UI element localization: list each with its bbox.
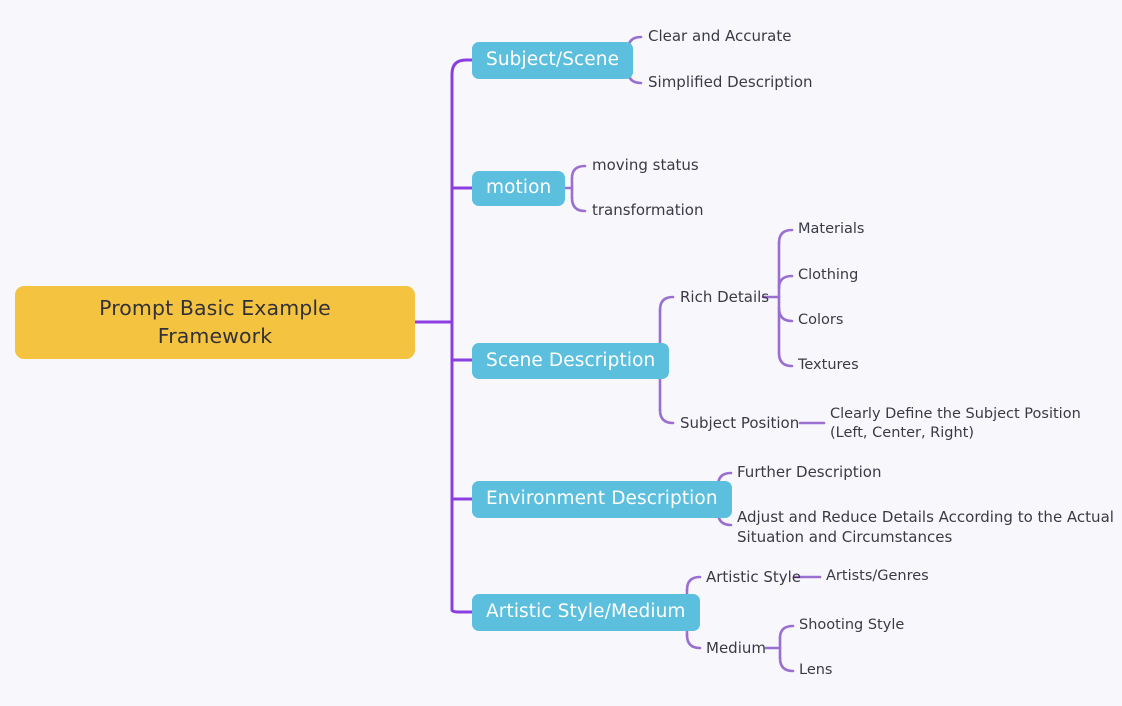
line-shooting-style — [778, 624, 795, 640]
line-colors — [777, 306, 794, 323]
leaf-shooting-style[interactable]: Shooting Style — [799, 617, 905, 634]
line-transformation — [570, 196, 587, 213]
branch-node-scene-description[interactable]: Scene Description — [472, 343, 670, 379]
leaf-lens[interactable]: Lens — [799, 662, 833, 679]
leaf-rich-details[interactable]: Rich Details — [680, 288, 770, 307]
leaf-colors[interactable]: Colors — [798, 312, 844, 329]
line-materials — [777, 228, 794, 245]
leaf-simplified-description[interactable]: Simplified Description — [648, 73, 813, 92]
line-lens — [778, 656, 795, 673]
branch-node-artistic-style-medium[interactable]: Artistic Style/Medium — [472, 594, 700, 631]
line-moving-status — [570, 164, 587, 180]
leaf-moving-status[interactable]: moving status — [592, 156, 699, 175]
branch-node-subject-scene[interactable]: Subject/Scene — [472, 42, 634, 79]
leaf-subject-position[interactable]: Subject Position — [680, 414, 800, 433]
line-textures — [777, 351, 794, 368]
leaf-clothing[interactable]: Clothing — [798, 267, 859, 284]
leaf-transformation[interactable]: transformation — [592, 201, 704, 220]
leaf-subject-position-detail[interactable]: Clearly Define the Subject Position (Lef… — [830, 405, 1081, 441]
line-medium — [685, 633, 702, 650]
line-clothing — [777, 274, 794, 290]
leaf-artistic-style[interactable]: Artistic Style — [706, 568, 802, 587]
elbow-subject-scene — [450, 58, 474, 76]
leaf-materials[interactable]: Materials — [798, 221, 865, 238]
leaf-artists-genres[interactable]: Artists/Genres — [826, 568, 929, 585]
elbow-artistic-style — [450, 608, 474, 614]
root-node[interactable]: Prompt Basic Example Framework — [15, 286, 415, 359]
line-artistic-style — [685, 575, 702, 592]
leaf-adjust-and-reduce-details[interactable]: Adjust and Reduce Details According to t… — [737, 508, 1114, 546]
leaf-further-description[interactable]: Further Description — [737, 463, 882, 482]
line-rich-details — [658, 295, 675, 312]
branch-node-motion[interactable]: motion — [472, 171, 566, 206]
line-subject-position — [658, 408, 675, 425]
leaf-medium[interactable]: Medium — [706, 639, 766, 658]
leaf-clear-and-accurate[interactable]: Clear and Accurate — [648, 27, 792, 46]
branch-node-environment-description[interactable]: Environment Description — [472, 481, 732, 518]
leaf-textures[interactable]: Textures — [798, 357, 859, 374]
